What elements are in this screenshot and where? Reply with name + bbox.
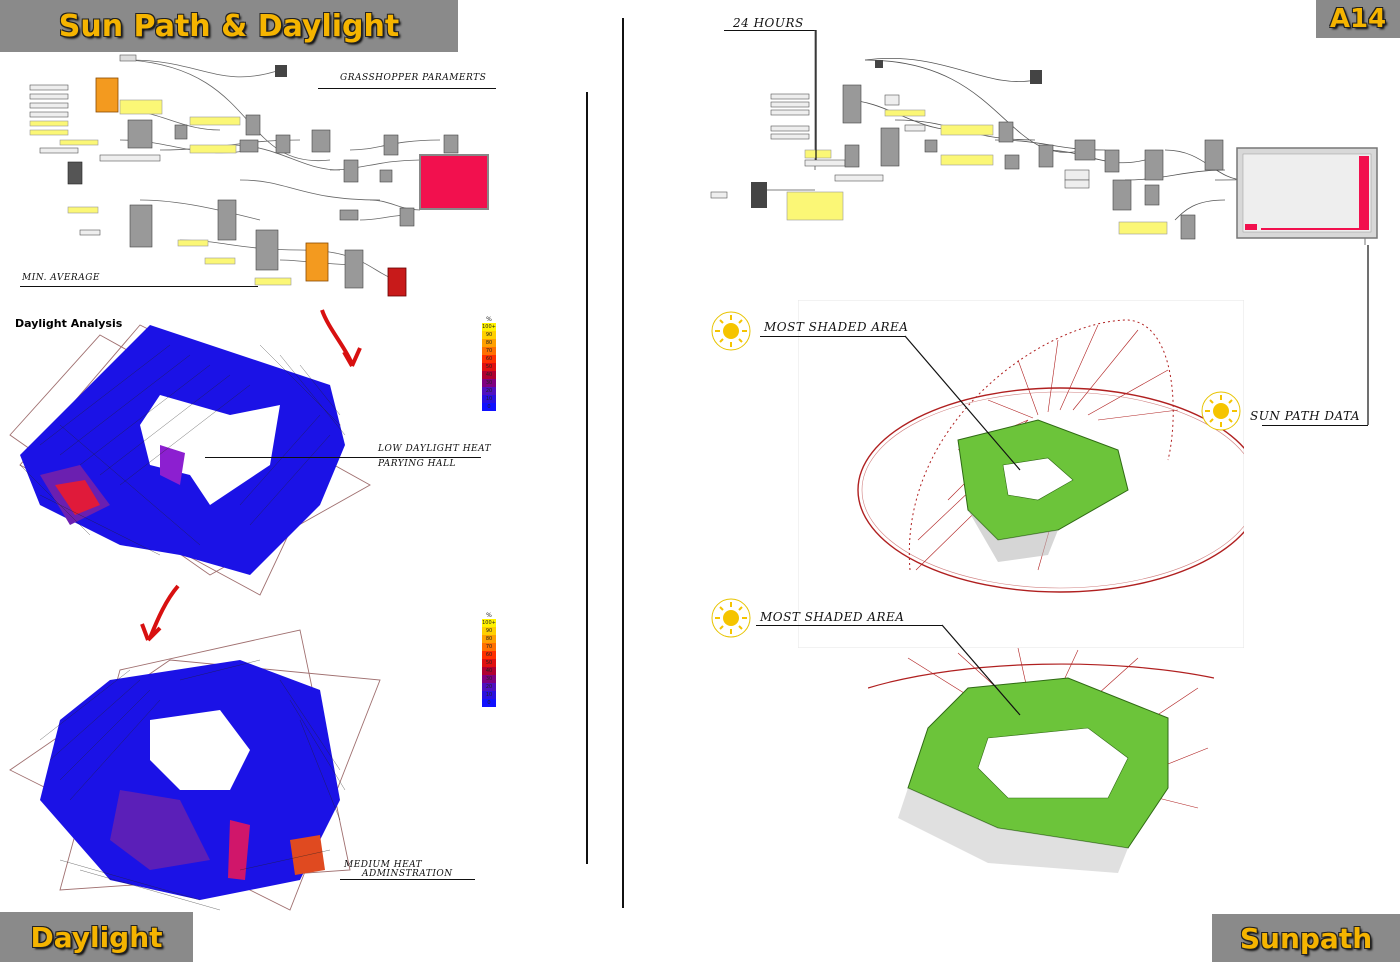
daylight-legend-top: % 100+ 90 80 70 60 50 40 30 20 10 0 (482, 316, 496, 411)
daylight-map-bottom (9, 629, 381, 911)
annotation-low-daylight: LOW DAYLIGHT HEAT (378, 444, 492, 454)
legend-unit-bottom: % (486, 612, 492, 619)
annotation-medium-heat-rule (340, 879, 475, 880)
legend-stops-top: 100+ 90 80 70 60 50 40 30 20 10 0 (482, 323, 496, 411)
sun-icon (1201, 391, 1241, 431)
sun-path-data-rule (1262, 425, 1368, 426)
sunpath-banner: Sunpath (1212, 914, 1400, 962)
page-code: A14 (1329, 4, 1387, 34)
legend-stop: 40 (482, 667, 496, 675)
daylight-analysis-heading: Daylight Analysis (15, 317, 123, 330)
page-title: Sun Path & Daylight (58, 8, 400, 44)
sunpath-diagram-top (798, 300, 1244, 648)
title-banner: Sun Path & Daylight (0, 0, 458, 52)
legend-stop: 0 (482, 699, 496, 707)
legend-stop: 80 (482, 635, 496, 643)
legend-stop: 70 (482, 643, 496, 651)
legend-stops-bottom: 100+ 90 80 70 60 50 40 30 20 10 0 (482, 619, 496, 707)
daylight-legend-bottom: % 100+ 90 80 70 60 50 40 30 20 10 0 (482, 612, 496, 707)
red-arrow-1 (320, 309, 362, 367)
legend-stop: 30 (482, 675, 496, 683)
annotation-adminstration: ADMINSTRATION (362, 869, 453, 879)
red-arrow-2 (140, 584, 180, 642)
legend-stop: 50 (482, 363, 496, 371)
legend-stop: 100+ (482, 619, 496, 627)
sun-path-data-label: SUN PATH DATA (1250, 409, 1361, 423)
legend-stop: 20 (482, 387, 496, 395)
legend-stop: 0 (482, 403, 496, 411)
divider-left (586, 92, 588, 864)
grasshopper-params-rule (318, 88, 496, 89)
legend-stop: 60 (482, 355, 496, 363)
grasshopper-definition-left (29, 54, 489, 297)
daylight-banner-label: Daylight (30, 920, 163, 954)
sun-icon (711, 311, 751, 351)
most-shaded-rule-2 (756, 625, 942, 626)
page-code-badge: A14 (1316, 0, 1400, 38)
legend-stop: 80 (482, 339, 496, 347)
legend-stop: 40 (482, 371, 496, 379)
legend-stop: 90 (482, 627, 496, 635)
legend-stop: 60 (482, 651, 496, 659)
daylight-banner: Daylight (0, 912, 193, 962)
legend-stop: 50 (482, 659, 496, 667)
divider-center (622, 18, 624, 908)
legend-stop: 90 (482, 331, 496, 339)
sunpath-banner-label: Sunpath (1239, 921, 1373, 955)
legend-unit-top: % (486, 316, 492, 323)
daylight-map-top (9, 324, 371, 596)
hours-rule (724, 30, 816, 31)
legend-stop: 30 (482, 379, 496, 387)
annotation-parying-hall: PARYING HALL (378, 459, 456, 469)
grasshopper-params-label: GRASSHOPPER PARAMERTS (340, 73, 487, 83)
sun-icon (711, 598, 751, 638)
most-shaded-label-1: MOST SHADED AREA (764, 320, 909, 334)
most-shaded-label-2: MOST SHADED AREA (760, 610, 905, 624)
min-average-rule (20, 286, 258, 287)
hours-label: 24 HOURS (733, 16, 804, 30)
grasshopper-definition-right (710, 30, 1378, 245)
legend-stop: 100+ (482, 323, 496, 331)
sunpath-diagram-bottom (868, 648, 1214, 880)
leader-lines-right (815, 30, 1369, 716)
most-shaded-rule-1 (760, 336, 905, 337)
legend-stop: 10 (482, 395, 496, 403)
legend-stop: 70 (482, 347, 496, 355)
annotation-medium-heat: MEDIUM HEAT (344, 860, 423, 870)
legend-stop: 20 (482, 683, 496, 691)
annotation-low-daylight-rule (205, 457, 481, 458)
legend-stop: 10 (482, 691, 496, 699)
min-average-label: MIN. AVERAGE (22, 273, 100, 283)
